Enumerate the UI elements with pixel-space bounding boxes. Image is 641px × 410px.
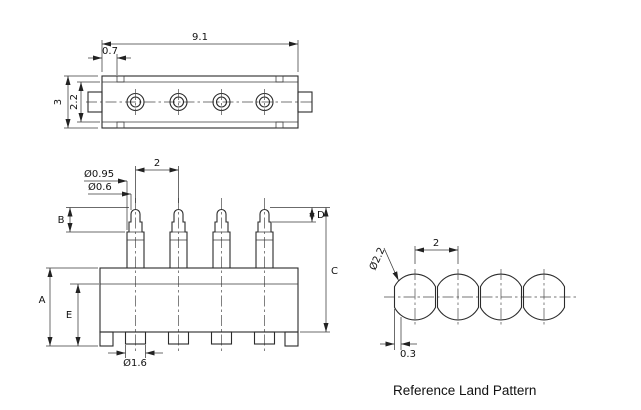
solder-pad-1 — [124, 331, 147, 345]
dim-a: A — [39, 295, 46, 306]
dim-inner-depth: 2.2 — [69, 94, 80, 110]
dim-pad-gap: 0.3 — [400, 349, 416, 360]
dim-pad-diameter: Ø2.2 — [367, 245, 388, 272]
dim-d: D — [317, 210, 325, 221]
dim-barrel-diameter: Ø0.95 — [84, 168, 114, 180]
left-foot — [99, 331, 114, 347]
dim-solder-pad-diameter: Ø1.6 — [123, 357, 147, 369]
dim-end-offset: 0.7 — [102, 46, 118, 57]
land-pattern-view: 2 Ø2.2 0.3 Reference Land Pattern — [367, 238, 576, 398]
dim-pad-pitch: 2 — [433, 238, 439, 249]
right-mount-tab — [297, 91, 313, 113]
solder-pad-2 — [167, 331, 190, 345]
dim-overall-depth: 3 — [53, 99, 64, 105]
dim-c: C — [331, 266, 338, 277]
slot-top-right — [275, 75, 284, 83]
slot-bottom-right — [275, 121, 284, 129]
dim-plunger-diameter: Ø0.6 — [88, 181, 112, 193]
front-view-dimension-lines — [46, 166, 330, 358]
solder-pad-4 — [253, 331, 276, 345]
left-mount-tab — [87, 91, 103, 113]
solder-pad-3 — [210, 331, 233, 345]
housing-body — [99, 267, 299, 333]
slot-bottom-left — [116, 121, 125, 129]
land-pattern-caption: Reference Land Pattern — [393, 383, 536, 398]
dim-overall-width: 9.1 — [192, 32, 208, 43]
right-foot — [284, 331, 299, 347]
front-view: 2 Ø0.95 Ø0.6 B A E D C Ø1.6 — [39, 158, 338, 369]
top-view: 9.1 0.7 3 2.2 — [53, 32, 314, 129]
dim-pin-pitch: 2 — [154, 158, 160, 169]
slot-top-left — [116, 75, 125, 83]
top-view-dimension-lines — [64, 40, 299, 129]
land-pattern-dimension-lines — [380, 246, 459, 350]
dim-b: B — [58, 215, 65, 226]
dim-e: E — [66, 310, 72, 321]
